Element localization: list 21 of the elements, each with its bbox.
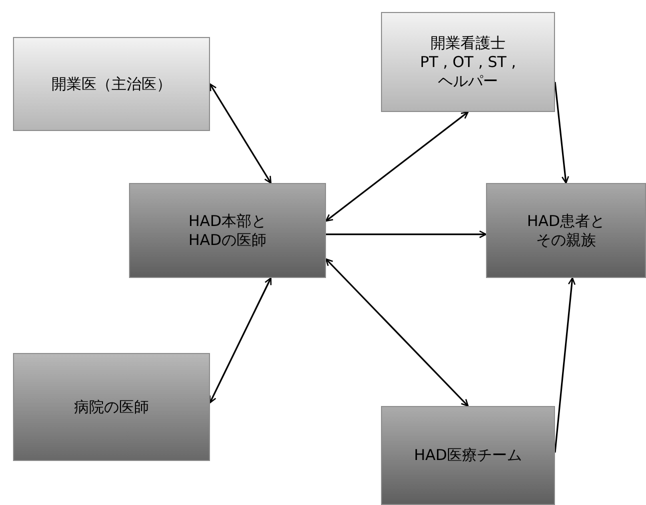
process-box	[486, 183, 646, 278]
arrow	[325, 258, 469, 407]
arrow	[554, 277, 576, 453]
box-label: 開業医（主治医）	[52, 74, 172, 94]
box-label: PT , OT , ST ,	[420, 52, 516, 72]
arrow	[209, 83, 272, 184]
process-box	[381, 12, 555, 112]
box-label: ヘルパー	[438, 72, 498, 90]
box-label: 開業看護士	[430, 34, 506, 52]
process-box	[13, 37, 210, 131]
box-label: 病院の医師	[74, 398, 149, 416]
process-box	[381, 406, 555, 505]
arrow	[209, 277, 272, 404]
process-box	[129, 183, 326, 278]
box-label: HAD医療チーム	[414, 446, 522, 465]
arrow	[326, 230, 487, 238]
arrow	[325, 111, 469, 222]
box-label: HAD患者とその親族	[526, 212, 606, 250]
box-label: HAD本部とHADの医師	[187, 212, 268, 250]
process-box	[13, 353, 210, 461]
arrow	[554, 82, 570, 184]
